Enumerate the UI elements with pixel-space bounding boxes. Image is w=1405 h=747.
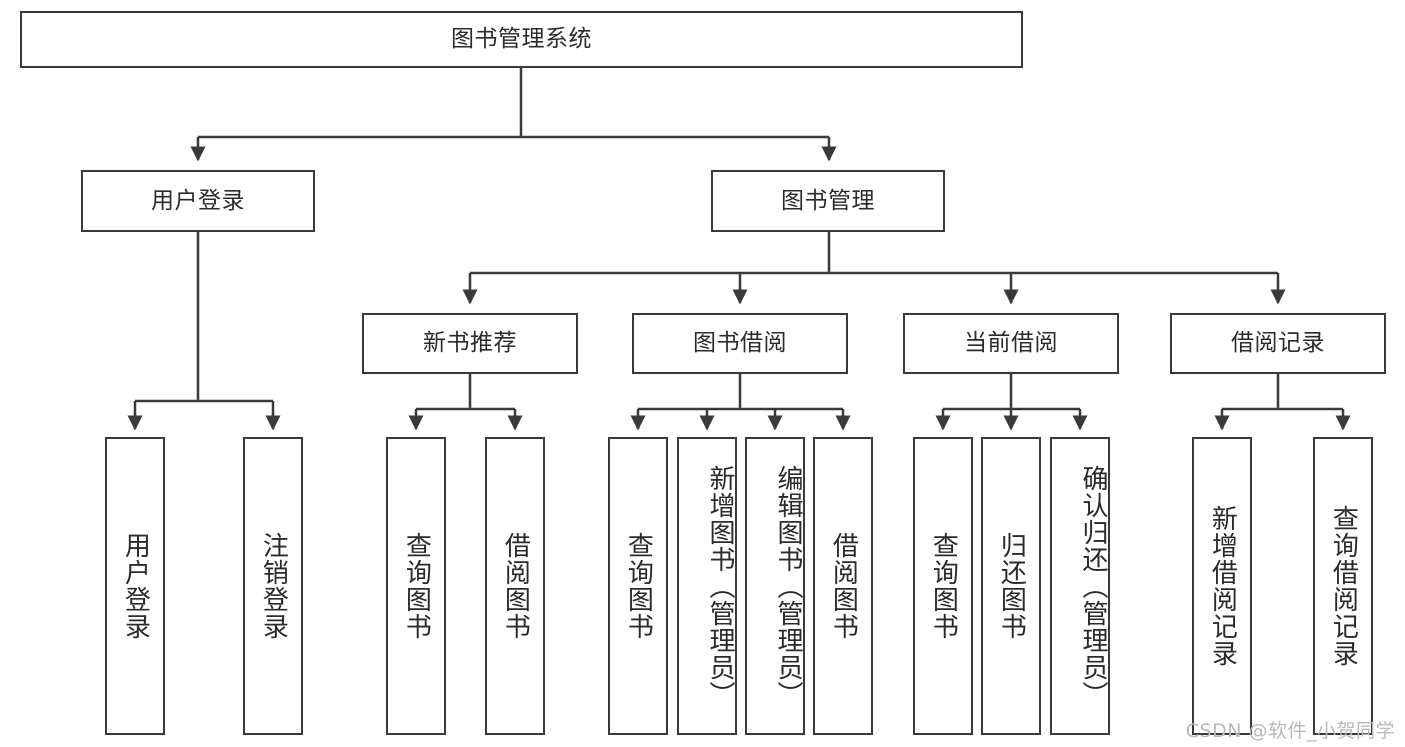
node-leaf-d-query-record-label: 查询借阅记录 [1328,505,1359,667]
node-leaf-b-query-book-label: 查询图书 [623,532,654,640]
node-leaf-a-query-book-label: 查询图书 [401,532,432,640]
node-book-borrow-label: 图书借阅 [693,330,787,356]
node-leaf-b-edit-book[interactable]: 编辑图书（管理员） [745,437,805,735]
node-leaf-d-query-record[interactable]: 查询借阅记录 [1313,437,1373,735]
node-leaf-c-return-book-label: 归还图书 [996,532,1027,640]
node-leaf-a-borrow-book-label: 借阅图书 [500,532,531,640]
node-leaf-user-login-label: 用户登录 [120,532,151,640]
node-leaf-c-return-book[interactable]: 归还图书 [981,437,1041,735]
node-leaf-c-confirm-return[interactable]: 确认归还（管理员） [1050,437,1110,735]
node-borrow-record-label: 借阅记录 [1231,330,1325,356]
watermark-text: CSDN @软件_小贺同学 [1185,720,1395,742]
node-root-label: 图书管理系统 [451,26,592,52]
node-user-login[interactable]: 用户登录 [81,170,315,232]
node-borrow-record[interactable]: 借阅记录 [1170,313,1386,374]
node-current-borrow[interactable]: 当前借阅 [903,313,1119,374]
node-book-manage[interactable]: 图书管理 [711,170,945,232]
node-current-borrow-label: 当前借阅 [964,330,1058,356]
node-book-manage-label: 图书管理 [781,187,875,214]
node-leaf-b-query-book[interactable]: 查询图书 [608,437,668,735]
node-leaf-b-borrow-book-label: 借阅图书 [828,532,859,640]
node-leaf-b-borrow-book[interactable]: 借阅图书 [813,437,873,735]
node-new-book-rec[interactable]: 新书推荐 [362,313,578,374]
node-leaf-user-login[interactable]: 用户登录 [105,437,165,735]
node-leaf-c-query-book-label: 查询图书 [928,532,959,640]
node-leaf-b-edit-book-label: 编辑图书（管理员） [773,464,803,708]
node-leaf-user-logout-label: 注销登录 [258,532,289,640]
node-leaf-b-add-book-label: 新增图书（管理员） [705,464,735,708]
node-leaf-c-query-book[interactable]: 查询图书 [913,437,973,735]
node-book-borrow[interactable]: 图书借阅 [632,313,848,374]
node-leaf-d-add-record-label: 新增借阅记录 [1207,505,1238,667]
node-leaf-a-borrow-book[interactable]: 借阅图书 [485,437,545,735]
node-leaf-a-query-book[interactable]: 查询图书 [386,437,446,735]
node-leaf-c-confirm-return-label: 确认归还（管理员） [1078,464,1108,708]
node-leaf-d-add-record[interactable]: 新增借阅记录 [1192,437,1252,735]
node-root[interactable]: 图书管理系统 [20,11,1023,68]
node-new-book-rec-label: 新书推荐 [423,330,517,356]
node-user-login-label: 用户登录 [151,187,245,214]
node-leaf-b-add-book[interactable]: 新增图书（管理员） [677,437,737,735]
node-leaf-user-logout[interactable]: 注销登录 [243,437,303,735]
